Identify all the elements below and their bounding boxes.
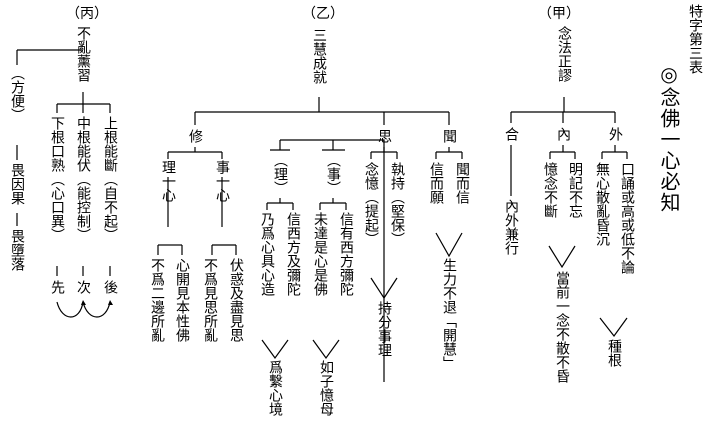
bing-fangbian: （方便） xyxy=(9,66,25,122)
jia-outer-a: 口誦或高或低不論 xyxy=(619,162,635,274)
jia-outer-result: 種根 xyxy=(606,339,622,367)
bing-upper-result: 後 xyxy=(102,280,118,294)
bing-middle-result: 次 xyxy=(75,280,91,294)
main-title: ◎念佛一心必知 xyxy=(657,62,681,213)
bing-yinguo: 畏因果 xyxy=(9,163,25,205)
yi-li-yixin-b: 不爲二邊所亂 xyxy=(149,258,165,342)
yi-si-a: 執持（堅保） xyxy=(389,162,405,246)
jia-outer-b: 無心散亂昏沉 xyxy=(594,162,610,246)
yi-shi-b: 未達是心是佛 xyxy=(312,212,328,296)
yi-li-yixin: 理一心 xyxy=(160,160,176,202)
yi-li-label: （理） xyxy=(272,153,288,195)
yi-root: 三慧成就 xyxy=(311,28,327,84)
yi-xiu: 修 xyxy=(187,129,203,143)
yi-shi-yixin-b: 不爲見思所亂 xyxy=(202,258,218,342)
bing-duoluo: 畏墮落 xyxy=(9,229,25,271)
bing-label: （丙） xyxy=(66,6,108,22)
yi-shi-yixin-a: 伏惑及盡見思 xyxy=(228,258,244,342)
yi-li-a: 信西方及彌陀 xyxy=(285,212,301,296)
jia-combined-desc: 內外兼行 xyxy=(503,199,519,255)
jia-inner-a: 明記不忘 xyxy=(567,162,583,218)
jia-outer: 外 xyxy=(607,127,623,141)
yi-wen-a: 聞而信 xyxy=(454,162,470,204)
jia-combined: 合 xyxy=(503,127,519,141)
jia-root: 念法正謬 xyxy=(556,26,572,82)
jia-inner: 內 xyxy=(555,127,571,141)
yi-si-result: 持分事理 xyxy=(376,301,392,357)
yi-shi-label: （事） xyxy=(325,153,341,195)
bing-root: 不亂薰習 xyxy=(75,26,91,82)
jia-inner-result: 當前一念不散不昏 xyxy=(554,271,570,383)
bing-lower-result: 先 xyxy=(49,280,65,294)
yi-shi-yixin: 事一心 xyxy=(214,160,230,202)
yi-si: 思 xyxy=(376,129,392,143)
yi-li-result: 爲繫心境 xyxy=(267,360,283,416)
yi-wen-b: 信而願 xyxy=(428,162,444,204)
yi-li-b: 乃爲心具心造 xyxy=(259,212,275,296)
bing-upper: 上根能斷（自不起） xyxy=(102,116,118,242)
yi-shi-a: 信有西方彌陀 xyxy=(338,212,354,296)
yi-si-b: 念憶（提起） xyxy=(363,162,379,246)
bing-lower: 下根口熟（心口異） xyxy=(49,116,65,242)
yi-wen: 聞 xyxy=(441,129,457,143)
table-label: 特字第三表 xyxy=(687,4,703,74)
yi-li-yixin-a: 心開見本性佛 xyxy=(174,258,190,342)
yi-shi-result: 如子憶母 xyxy=(318,360,334,416)
bing-middle: 中根能伏（能控制） xyxy=(75,116,91,242)
jia-label: （甲） xyxy=(538,6,580,22)
yi-wen-result: 生力不退「開慧」 xyxy=(441,258,457,370)
jia-inner-b: 憶念不斷 xyxy=(542,162,558,218)
yi-label: （乙） xyxy=(302,6,344,22)
